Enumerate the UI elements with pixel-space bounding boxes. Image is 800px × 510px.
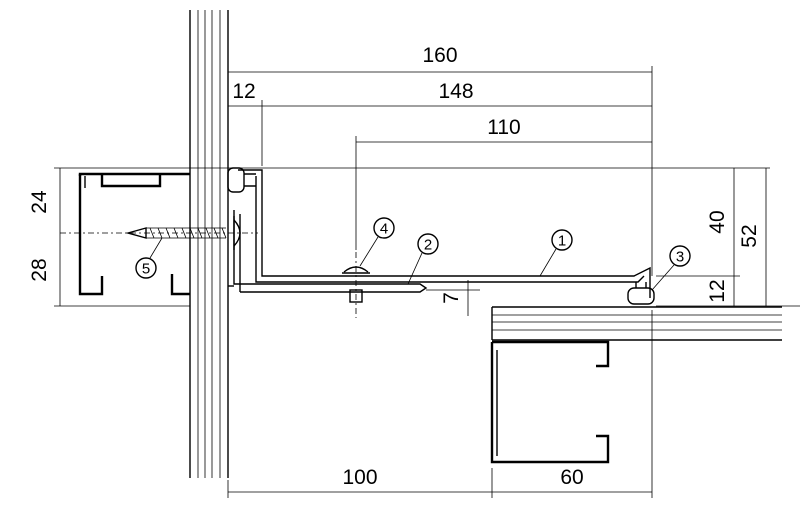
dim-bottom-right: 60 — [560, 466, 583, 489]
floor-panel — [491, 306, 782, 341]
lower-angle — [228, 210, 428, 293]
callout-1-label: 1 — [558, 233, 566, 250]
callout-4: 4 — [359, 217, 395, 267]
dim-left-lower-height: 28 — [28, 258, 51, 281]
callout-3-label: 3 — [676, 249, 684, 266]
left-c-channel — [78, 172, 190, 296]
fastener — [342, 252, 370, 318]
dim-fastener-offset: 110 — [487, 116, 520, 139]
callout-5-label: 5 — [142, 261, 150, 278]
dim-right-total-height: 52 — [738, 224, 761, 247]
wall-panel — [189, 10, 229, 478]
dim-gap: 7 — [440, 292, 463, 304]
main-profile — [238, 169, 651, 298]
bottom-gasket — [627, 282, 655, 305]
callout-5: 5 — [135, 237, 163, 279]
dim-total-width: 160 — [422, 44, 457, 67]
top-gasket — [227, 167, 256, 193]
dim-right-upper-height: 40 — [706, 210, 729, 233]
callout-1: 1 — [539, 229, 573, 277]
dim-channel-width: 148 — [438, 80, 473, 103]
dim-edge-offset: 12 — [232, 80, 255, 103]
dimension-lines — [54, 66, 800, 498]
callout-2: 2 — [407, 233, 439, 285]
screw — [60, 216, 258, 250]
dim-left-upper-height: 24 — [28, 190, 51, 214]
dim-bottom-left: 100 — [342, 466, 377, 489]
callout-4-label: 4 — [380, 221, 388, 238]
right-c-channel — [490, 340, 610, 464]
dim-right-lower-height: 12 — [706, 279, 729, 302]
callout-2-label: 2 — [424, 237, 432, 254]
callout-3: 3 — [651, 245, 691, 291]
